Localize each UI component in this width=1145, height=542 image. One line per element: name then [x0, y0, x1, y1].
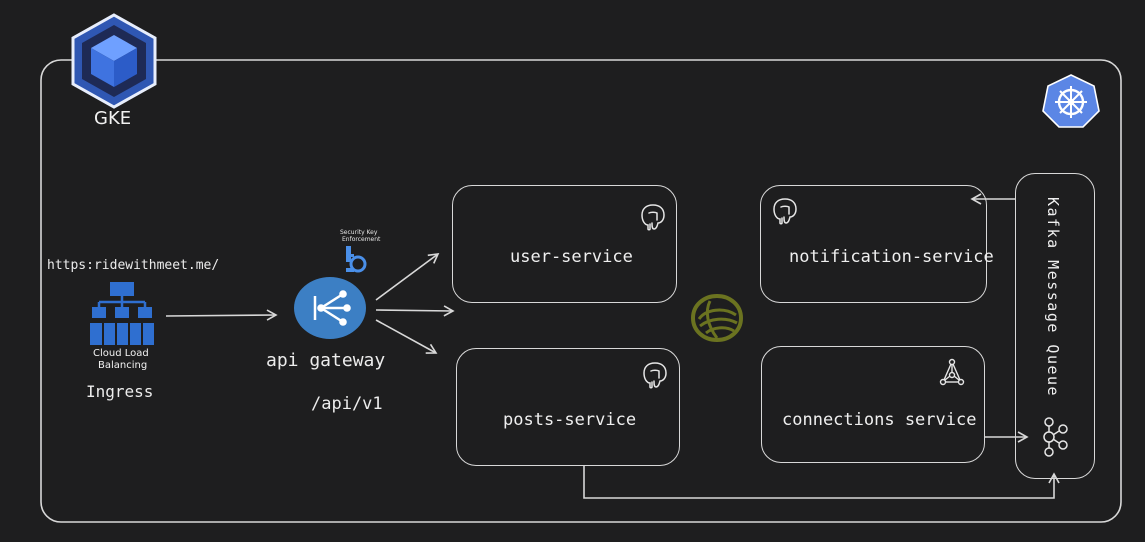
api-path-label: /api/v1 — [311, 394, 383, 414]
ingress-label: Ingress — [86, 382, 154, 401]
postgresql-icon — [772, 197, 798, 229]
postgresql-icon — [640, 203, 666, 235]
posts-service-label: posts-service — [503, 410, 637, 430]
kafka-queue-box — [1015, 173, 1095, 479]
arrow-gateway-to-services — [375, 305, 455, 317]
lb-label-line2: Balancing — [98, 360, 148, 371]
connections-service-box — [761, 346, 985, 463]
kafka-queue-label: Kafka Message Queue — [1044, 197, 1062, 398]
user-service-label: user-service — [510, 247, 633, 267]
lb-label-line1: Cloud Load — [93, 348, 149, 359]
notification-service-box — [760, 185, 987, 303]
cloud-load-balancing-icon — [89, 281, 155, 345]
arrow-posts-to-kafka — [583, 466, 1060, 499]
arrow-gateway-to-posts — [375, 319, 438, 354]
gke-label: GKE — [94, 108, 132, 129]
ingress-url: https:ridewithmeet.me/ — [47, 258, 220, 273]
notification-service-label: notification-service — [789, 247, 994, 267]
arrow-gateway-to-user — [375, 253, 440, 301]
security-key-icon — [343, 244, 371, 274]
user-service-box — [452, 185, 677, 303]
posts-service-box — [456, 348, 680, 466]
arrow-ingress-to-gateway — [165, 309, 278, 321]
eureka-icon — [690, 293, 744, 347]
security-key-label-line1: Security Key — [340, 229, 378, 236]
kafka-icon — [1040, 416, 1070, 462]
kubernetes-icon — [1041, 74, 1101, 128]
api-gateway-icon — [293, 276, 367, 340]
connections-service-label: connections service — [782, 410, 977, 430]
api-gateway-label: api gateway — [266, 350, 386, 371]
security-key-label-line2: Enforcement — [342, 236, 381, 243]
gke-icon — [69, 13, 159, 109]
gke-cluster-frame — [40, 59, 1122, 523]
postgresql-icon — [642, 361, 668, 393]
neo4j-icon — [939, 358, 965, 392]
